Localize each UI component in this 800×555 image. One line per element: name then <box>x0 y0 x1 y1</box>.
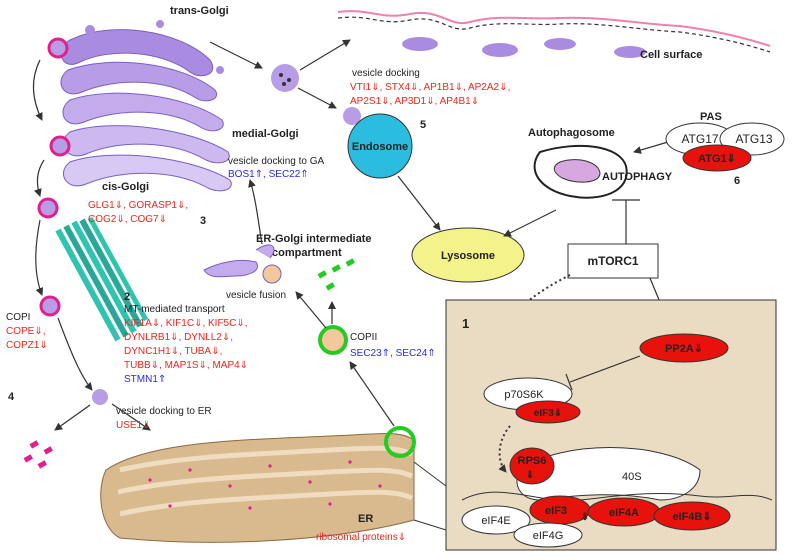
coated-vesicle <box>47 37 69 59</box>
vesicle-fusion-label: vesicle fusion <box>226 290 286 301</box>
endosome-label: Endosome <box>352 141 408 153</box>
er-label: ER <box>358 513 373 525</box>
docking-ga-title: vesicle docking to GA <box>228 156 324 167</box>
docking-er-title: vesicle docking to ER <box>116 406 212 417</box>
vesicle-docking-genes-2: AP2S1⇓, AP3D1⇓, AP4B1⇓ <box>350 96 479 107</box>
number-3: 3 <box>200 215 206 227</box>
cell-surface-label: Cell surface <box>640 49 702 61</box>
copii-label: COPII <box>350 332 377 343</box>
cis-golgi-label: cis-Golgi <box>102 181 149 193</box>
cell-surface-membrane <box>337 10 771 58</box>
eif4g-label: eIF4G <box>533 530 564 542</box>
pp2a-label: PP2A⇓ <box>665 343 703 355</box>
ergic-membrane <box>203 259 258 278</box>
cis-golgi-genes-2: COG2⇓, COG7⇓ <box>88 214 167 225</box>
lysosome <box>411 227 525 283</box>
surface-vesicle <box>402 37 438 51</box>
eif3-bottom-arrow: ⇓ <box>581 512 589 523</box>
atg13-label: ATG13 <box>735 132 772 146</box>
copi-genes-2: COPZ1⇓ <box>6 340 48 351</box>
eif3-top-protein <box>515 400 581 424</box>
docking-er-genes: USE1⇓ <box>116 420 151 431</box>
eif4e-protein <box>461 505 531 535</box>
atg17-label: ATG17 <box>681 132 718 146</box>
mt-genes-2: DYNLRB1⇓, DYNLL2⇓, <box>124 332 233 343</box>
vesicle-docking-genes-1: VTI1⇓, STX4⇓, AP1B1⇓, AP2A2⇓, <box>350 82 510 93</box>
mt-transport-title: MT-mediated transport <box>124 304 225 315</box>
mt-genes-1: KIF1A⇓, KIF1C⇓, KIF5C⇓, <box>124 318 248 329</box>
surface-vesicle <box>482 43 518 57</box>
mtorc1-label: mTORC1 <box>587 254 638 268</box>
ergic-label-1: ER-Golgi intermediate <box>256 233 372 245</box>
er-genes: ribosomal proteins⇓ <box>316 532 406 543</box>
golgi-stack <box>60 20 232 192</box>
number-6: 6 <box>734 175 740 187</box>
pp2a-protein <box>639 333 729 363</box>
coated-vesicle <box>39 295 61 317</box>
autophagy-label: AUTOPHAGY <box>602 171 673 183</box>
copi-label: COPI <box>6 312 30 323</box>
mt-genes-4: TUBB⇓, MAP1S⇓, MAP4⇓ <box>124 360 248 371</box>
mt-genes-3: DYNC1H1⇓, TUBA⇓, <box>124 346 222 357</box>
er-exit-copii <box>384 426 416 458</box>
eif3-bottom-label: eIF3 <box>545 505 567 517</box>
cis-golgi-genes-1: GLG1⇓, GORASP1⇓, <box>88 200 188 211</box>
eif4g-protein <box>513 522 583 548</box>
eif4b-protein <box>653 501 731 531</box>
coat-debris <box>23 440 53 469</box>
trans-golgi-vesicle <box>271 64 299 92</box>
uncoated-vesicle <box>92 389 108 405</box>
rps6-label: RPS6 <box>518 455 547 467</box>
surface-vesicle <box>544 38 576 50</box>
eif4a-label: eIF4A <box>609 507 639 519</box>
40s-label: 40S <box>622 471 642 483</box>
atg1-protein <box>682 144 752 172</box>
vesicle-docking-title: vesicle docking <box>352 68 420 79</box>
number-2: 2 <box>124 291 130 303</box>
endosome <box>347 113 413 179</box>
coated-vesicle <box>49 135 71 157</box>
copii-genes: SEC23⇑, SEC24⇑ <box>350 348 436 359</box>
trans-golgi-label: trans-Golgi <box>170 5 229 17</box>
copi-genes-1: COPE⇓, <box>6 326 46 337</box>
number-1: 1 <box>462 316 469 331</box>
ribosome-40s <box>516 447 701 501</box>
number-5: 5 <box>420 119 426 131</box>
mrna-strand <box>461 491 773 502</box>
rps6-arrow: ⇓ <box>526 470 534 481</box>
surface-vesicle <box>614 46 646 58</box>
medial-golgi-label: medial-Golgi <box>232 128 299 140</box>
endoplasmic-reticulum <box>100 433 415 543</box>
endosome-vesicle <box>343 107 361 125</box>
copii-coat-debris <box>317 258 355 291</box>
copii-vesicle <box>318 325 348 355</box>
lysosome-label: Lysosome <box>441 250 495 262</box>
rps6-protein <box>509 447 555 485</box>
fusing-vesicle <box>262 264 282 284</box>
eif3-top-label: eIF3⇓ <box>534 408 562 419</box>
docking-ga-genes: BOS1⇑, SEC22⇑ <box>228 169 309 180</box>
number-4: 4 <box>8 391 15 403</box>
mt-genes-5: STMN1⇑ <box>124 374 166 385</box>
eif4e-label: eIF4E <box>481 515 510 527</box>
copi-vesicles <box>37 37 108 405</box>
mtorc1-box <box>567 243 659 279</box>
microtubules <box>55 216 149 342</box>
atg1-label: ATG1⇓ <box>698 153 736 165</box>
pas-label: PAS <box>700 111 722 123</box>
p70s6k-label: p70S6K <box>504 389 544 401</box>
ergic-label-2: compartment <box>272 247 342 259</box>
eif4b-label: eIF4B⇓ <box>672 511 711 523</box>
coated-vesicle <box>37 197 59 219</box>
autophagosome-label: Autophagosome <box>528 127 615 139</box>
